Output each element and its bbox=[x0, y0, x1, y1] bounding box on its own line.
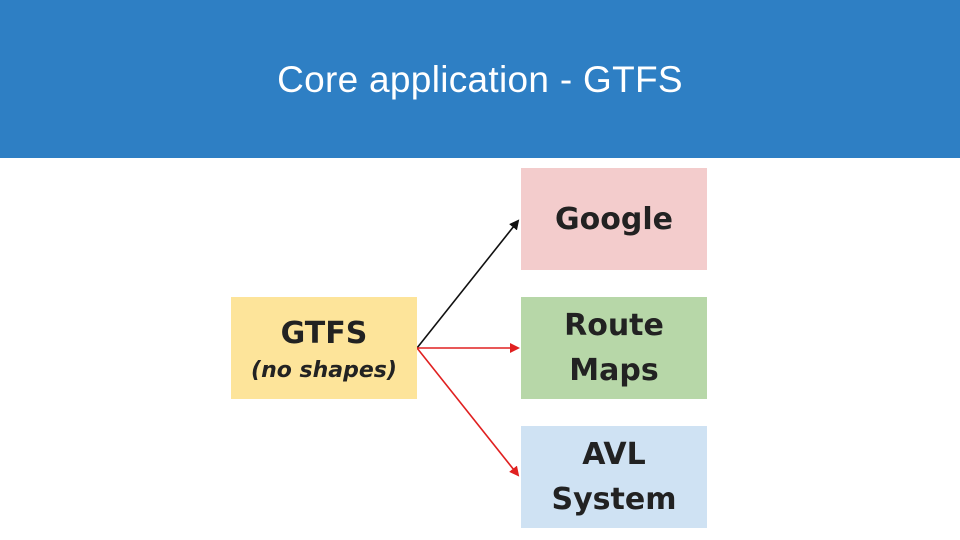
node-label-line2: Maps bbox=[569, 353, 659, 388]
node-label-line1: AVL bbox=[582, 437, 646, 472]
route-maps-node: Route Maps bbox=[521, 297, 707, 399]
node-label-line2: System bbox=[551, 482, 677, 517]
slide-title: Core application - GTFS bbox=[277, 59, 683, 100]
node-label: GTFS bbox=[280, 315, 368, 351]
arrow-to-avl-system bbox=[416, 347, 520, 477]
arrow-to-google bbox=[416, 219, 520, 349]
node-sublabel: (no shapes) bbox=[251, 357, 397, 383]
node-label-line1: Route bbox=[564, 308, 664, 343]
gtfs-no-shapes-node: GTFS (no shapes) bbox=[231, 297, 417, 399]
node-label: Google bbox=[555, 201, 673, 237]
title-bar bbox=[0, 0, 960, 158]
google-node: Google bbox=[521, 168, 707, 270]
avl-system-node: AVL System bbox=[521, 426, 707, 528]
